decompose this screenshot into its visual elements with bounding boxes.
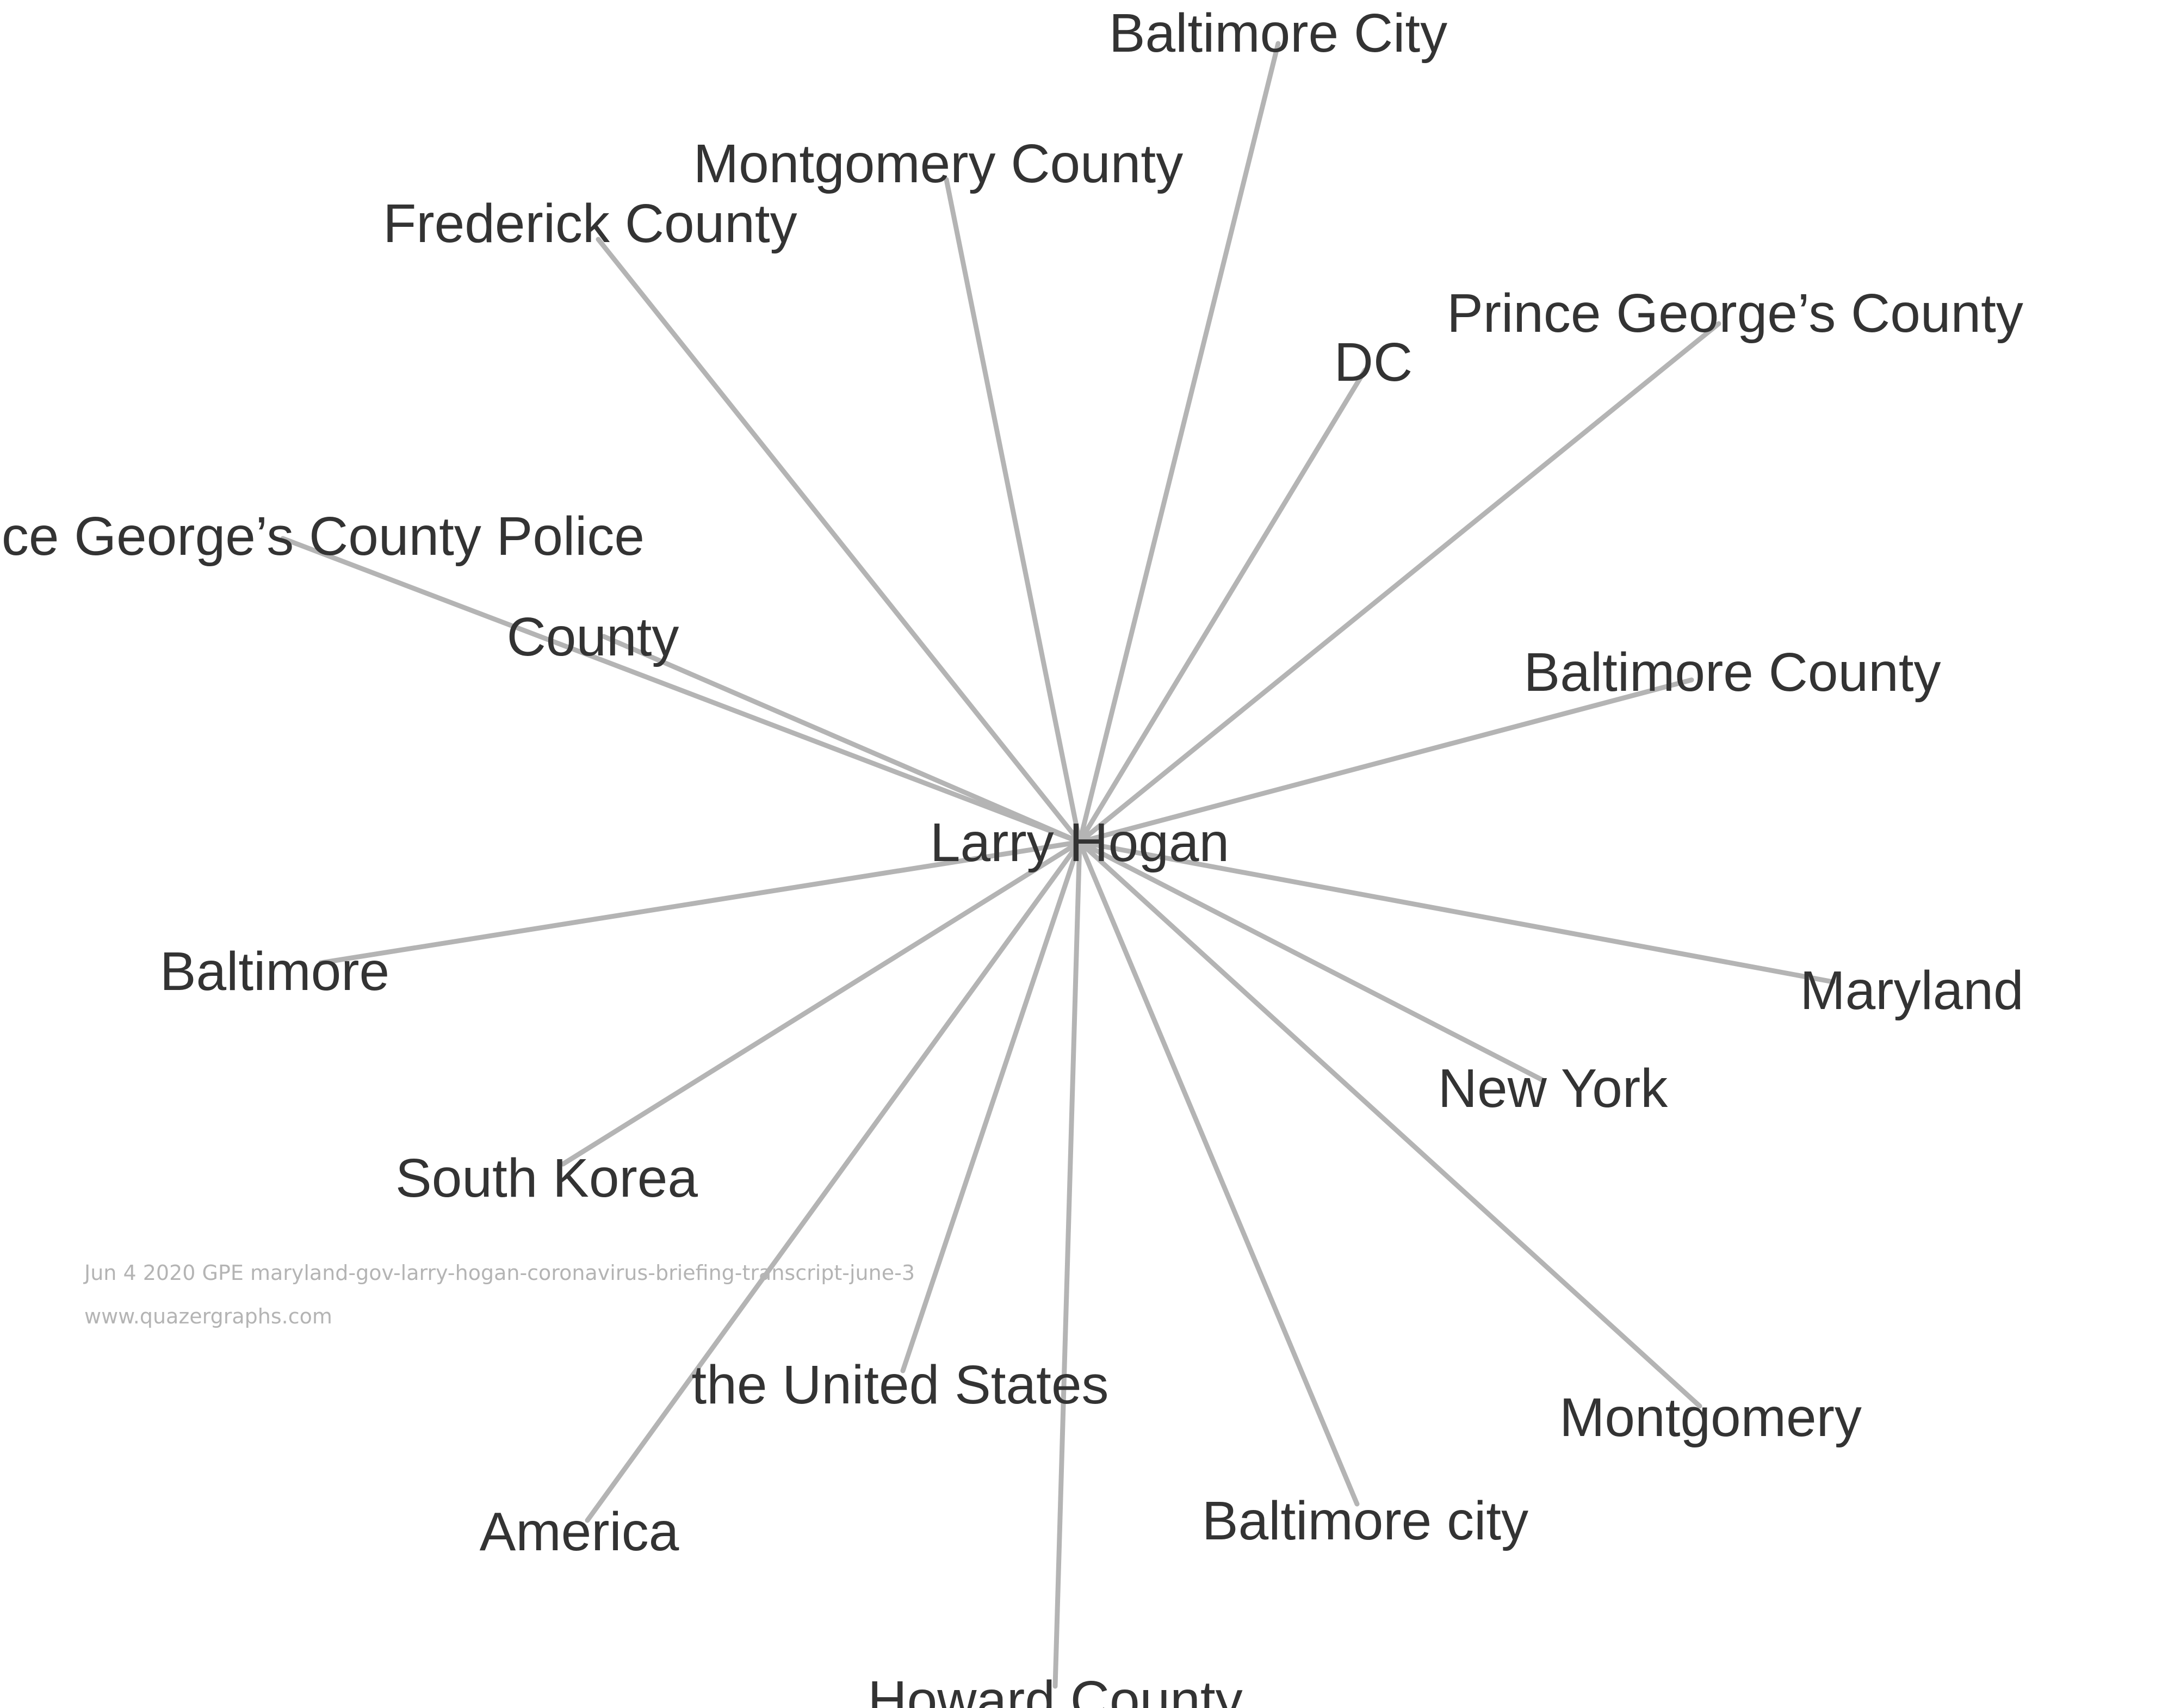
node-label-montgomery: Montgomery — [1559, 1387, 1862, 1448]
node-label-maryland: Maryland — [1800, 960, 2023, 1021]
edge-howard-county — [1052, 839, 1082, 1689]
node-label-baltimore-county: Baltimore County — [1524, 642, 1941, 703]
edge-baltimore — [318, 839, 1082, 966]
center-node-label: Larry Hogan — [930, 812, 1229, 873]
edge-layer — [280, 41, 1836, 1689]
node-label-howard-county: Howard County — [868, 1670, 1242, 1708]
edge-dc — [1077, 367, 1368, 845]
node-label-frederick-county: Frederick County — [383, 193, 797, 254]
edge-county — [601, 634, 1082, 845]
edge-prince-georges-county — [1077, 321, 1721, 845]
edge-frederick-county — [596, 237, 1082, 845]
source-caption: Jun 4 2020 GPE maryland-gov-larry-hogan-… — [83, 1261, 915, 1285]
edge-america — [585, 839, 1082, 1523]
node-label-montgomery-county: Montgomery County — [693, 133, 1183, 194]
node-label-prince-georges-county-police: Prince George’s County Police — [0, 506, 645, 567]
edge-baltimore-county — [1077, 677, 1694, 845]
node-label-new-york: New York — [1438, 1058, 1668, 1119]
node-label-baltimore-city-lower: Baltimore city — [1202, 1490, 1528, 1551]
node-label-prince-georges-county: Prince George’s County — [1447, 283, 2023, 344]
edge-baltimore-city-upper — [1077, 41, 1281, 845]
node-label-south-korea: South Korea — [395, 1148, 698, 1209]
edge-south-korea — [560, 839, 1082, 1167]
edge-baltimore-city-lower — [1077, 839, 1360, 1507]
edge-maryland — [1077, 839, 1836, 985]
edge-new-york — [1077, 839, 1545, 1082]
node-label-the-united-states: the United States — [691, 1354, 1108, 1415]
edge-prince-georges-county-police — [280, 536, 1082, 845]
edge-montgomery — [1077, 839, 1702, 1409]
node-label-baltimore: Baltimore — [160, 941, 389, 1002]
node-label-america: America — [480, 1501, 679, 1562]
site-caption: www.quazergraphs.com — [84, 1304, 332, 1328]
node-label-baltimore-city-upper: Baltimore City — [1109, 3, 1447, 64]
edge-the-united-states — [900, 839, 1082, 1373]
node-label-dc: DC — [1334, 332, 1413, 393]
edge-montgomery-county — [944, 177, 1082, 845]
node-label-county: County — [507, 607, 679, 667]
